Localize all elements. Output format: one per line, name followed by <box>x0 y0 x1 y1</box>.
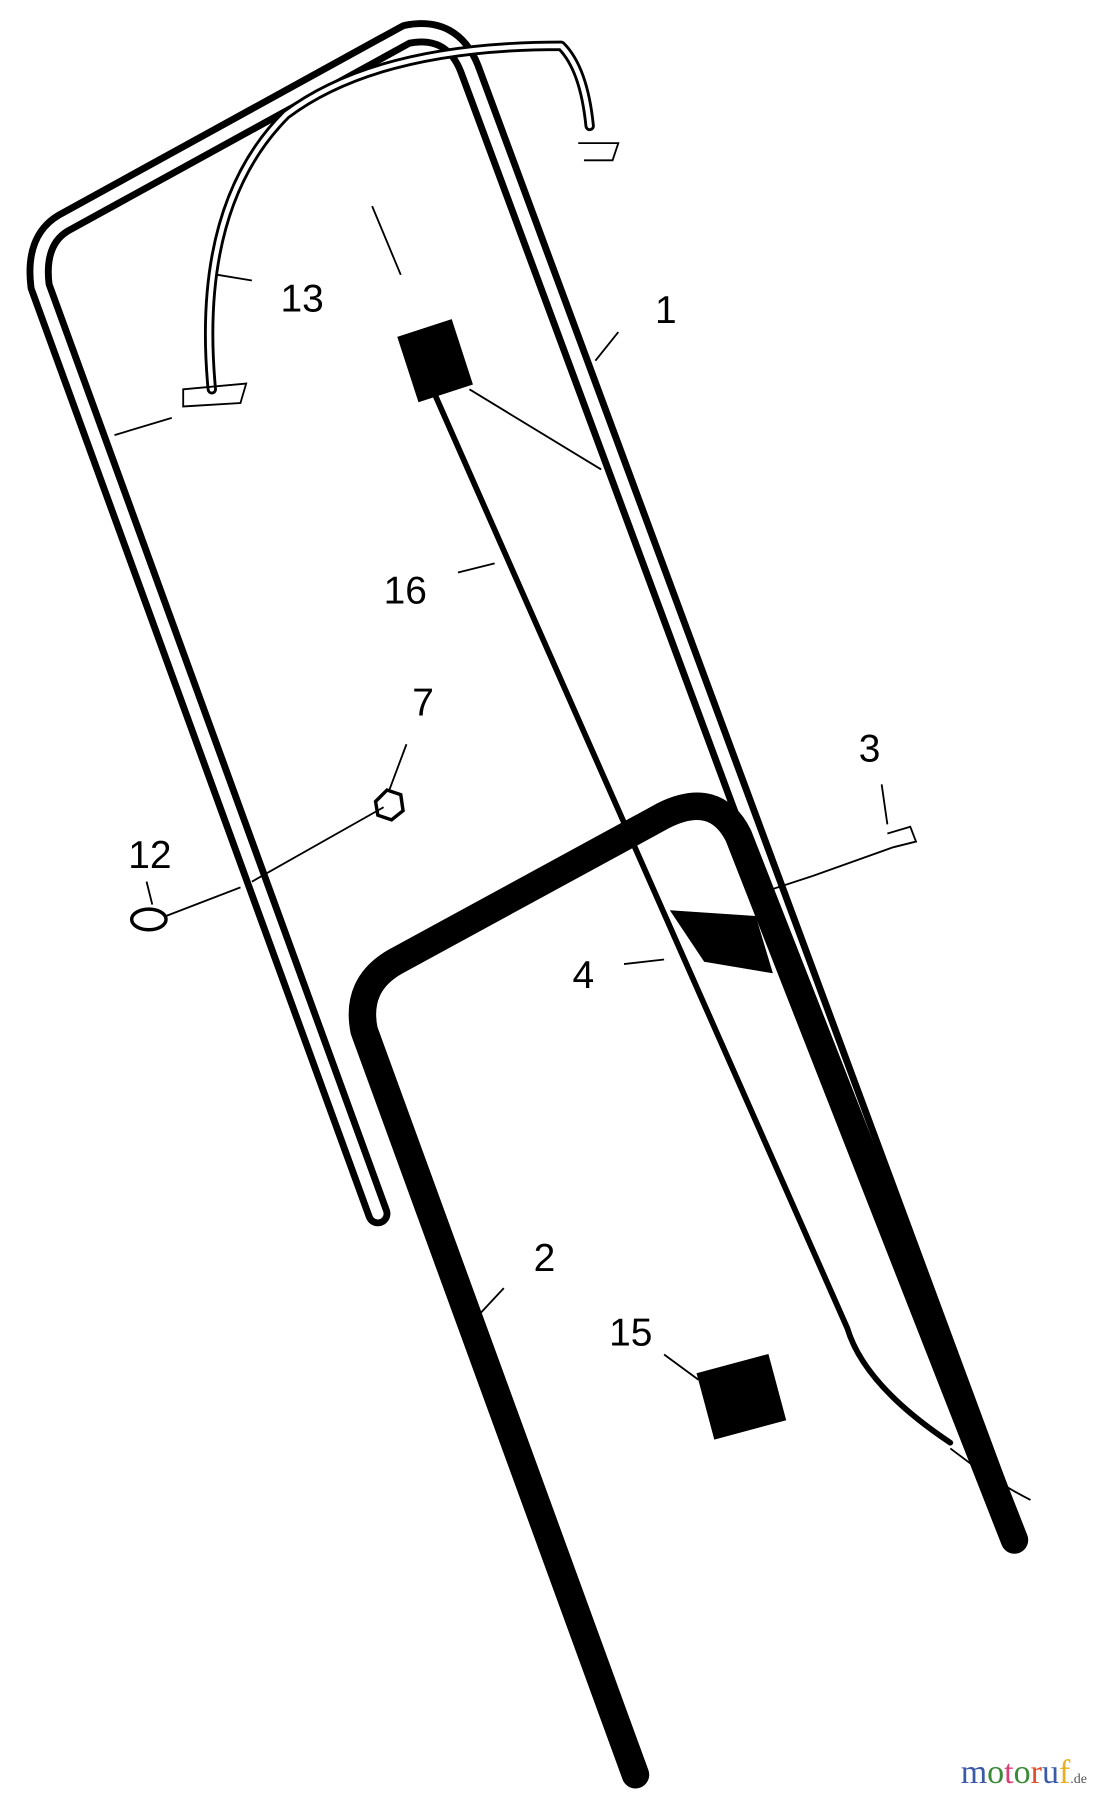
cable-tie <box>696 1353 787 1440</box>
callout-7: 7 <box>412 682 434 725</box>
watermark-suffix: .de <box>1070 1772 1087 1787</box>
cable-clip-upper <box>397 319 473 403</box>
watermark-letter: r <box>1030 1754 1042 1791</box>
callout-4: 4 <box>573 954 595 997</box>
watermark-letter: u <box>1041 1754 1059 1791</box>
watermark-letter: f <box>1058 1754 1071 1791</box>
callout-12: 12 <box>128 834 171 877</box>
callout-16: 16 <box>384 569 427 612</box>
callout-13: 13 <box>281 277 324 320</box>
control-cable <box>432 392 954 1446</box>
upper-handle <box>26 20 1028 1553</box>
callout-15: 15 <box>609 1311 652 1354</box>
wing-knob <box>669 910 773 974</box>
watermark-logo: motoruf.de <box>961 1754 1087 1792</box>
watermark-letter: t <box>1004 1754 1014 1791</box>
callout-1: 1 <box>655 289 677 332</box>
watermark-letter: o <box>987 1754 1005 1791</box>
watermark-letter: o <box>1013 1754 1031 1791</box>
nut <box>373 788 405 822</box>
watermark-letter: m <box>960 1754 988 1791</box>
callout-3: 3 <box>859 727 881 770</box>
lower-handle <box>348 792 1029 1789</box>
eye-bolt <box>129 907 168 932</box>
bolt <box>812 825 918 877</box>
callout-2: 2 <box>534 1237 556 1280</box>
